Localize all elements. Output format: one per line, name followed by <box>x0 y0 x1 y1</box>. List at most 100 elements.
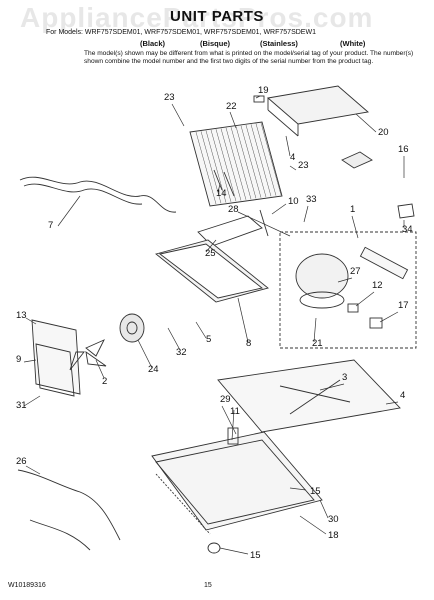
leader-line <box>229 111 237 129</box>
leader-line <box>25 465 41 475</box>
leader-line <box>319 499 329 519</box>
leader-line <box>337 277 353 283</box>
callout-24: 24 <box>148 364 159 375</box>
leader-line <box>23 359 37 363</box>
callout-27: 27 <box>350 266 361 277</box>
leader-line <box>171 103 185 127</box>
callout-4: 4 <box>400 390 405 401</box>
leader-line <box>289 165 297 171</box>
part-19-clip <box>253 95 265 103</box>
part-3-base-plate <box>217 359 401 433</box>
leader-line <box>351 215 359 239</box>
callout-26: 26 <box>16 456 27 467</box>
leader-line <box>237 297 249 343</box>
leader-line <box>313 317 317 343</box>
callout-10: 10 <box>288 196 299 207</box>
leader-line <box>23 395 41 407</box>
leader-line <box>271 203 287 215</box>
doc-number: W10189316 <box>8 582 46 589</box>
callout-5: 5 <box>206 334 211 345</box>
callout-29: 29 <box>220 394 231 405</box>
part-7-wire-harness <box>19 176 177 213</box>
part-26-wire-harness <box>17 469 121 551</box>
leader-line <box>205 239 217 253</box>
callout-32: 32 <box>176 347 187 358</box>
part-16-clip <box>341 151 373 169</box>
callout-7: 7 <box>48 220 53 231</box>
part-14-screw-2 <box>223 171 235 197</box>
leader-line <box>57 195 81 227</box>
leader-line <box>95 359 105 379</box>
color-white: (White) <box>340 39 366 48</box>
color-stainless: (Stainless) <box>260 39 298 48</box>
callout-16: 16 <box>398 144 409 155</box>
part-24-fan-motor <box>119 313 145 343</box>
leader-line <box>385 401 399 405</box>
compressor-group-outline <box>279 231 417 349</box>
page-title: UNIT PARTS <box>170 8 264 25</box>
leader-line <box>217 183 221 193</box>
callout-11: 11 <box>230 406 240 417</box>
part-34-clip <box>397 203 415 219</box>
leader-line <box>355 113 377 133</box>
part-27-compressor <box>295 246 409 309</box>
leader-line <box>167 327 181 351</box>
leader-line <box>221 405 237 435</box>
leader-line <box>25 317 37 325</box>
part-12-relay <box>347 303 359 313</box>
callout-17: 17 <box>398 300 409 311</box>
callout-2: 2 <box>102 376 107 387</box>
callout-30: 30 <box>328 514 339 525</box>
part-15-foot <box>207 542 221 554</box>
callout-3: 3 <box>342 372 347 383</box>
callout-19: 19 <box>258 85 269 96</box>
callout-15: 15 <box>250 550 261 561</box>
callout-34: 34 <box>402 224 413 235</box>
callout-33: 33 <box>306 194 317 205</box>
leader-line <box>355 291 375 307</box>
leader-line <box>289 487 307 491</box>
color-black: (Black) <box>140 39 166 48</box>
callout-18: 18 <box>328 530 339 541</box>
color-bisque: (Bisque) <box>200 39 230 48</box>
callout-1: 1 <box>350 204 355 215</box>
callout-23: 23 <box>298 160 309 171</box>
model-note: The model(s) shown may be different from… <box>84 50 414 66</box>
part-17-overload <box>369 317 383 329</box>
part-2-fan-blade <box>69 339 107 371</box>
part-22-condenser <box>189 121 283 207</box>
leader-line <box>319 383 345 391</box>
part-10-rod <box>259 209 269 237</box>
callout-8: 8 <box>246 338 251 349</box>
callout-31: 31 <box>16 400 27 411</box>
leader-line <box>231 409 235 441</box>
leader-line <box>285 135 291 157</box>
part-8-drain-trough <box>155 239 269 303</box>
callout-23: 23 <box>164 92 175 103</box>
leader-line <box>137 339 153 369</box>
part-14-screw <box>213 169 223 191</box>
part-18-drain-pan <box>151 431 323 535</box>
leader-line <box>303 205 309 223</box>
models-line: For Models: WRF757SDEM01, WRF757SDEM01, … <box>46 29 316 36</box>
leader-line <box>219 547 249 555</box>
callout-13: 13 <box>16 310 27 321</box>
leader-line <box>195 321 207 339</box>
callout-28: 28 <box>228 204 239 215</box>
part-13-fan-shroud <box>31 319 81 397</box>
callout-25: 25 <box>205 248 216 259</box>
callout-22: 22 <box>226 101 237 112</box>
callout-9: 9 <box>16 354 21 365</box>
leader-line <box>299 515 327 535</box>
leader-line <box>379 311 399 323</box>
part-20-shroud-bar <box>266 85 370 137</box>
leader-line <box>237 211 291 237</box>
callout-4: 4 <box>290 152 295 163</box>
callout-20: 20 <box>378 127 389 138</box>
callout-12: 12 <box>372 280 383 291</box>
callout-14: 14 <box>216 188 227 199</box>
callout-21: 21 <box>312 338 323 349</box>
page-number: 15 <box>204 582 212 589</box>
